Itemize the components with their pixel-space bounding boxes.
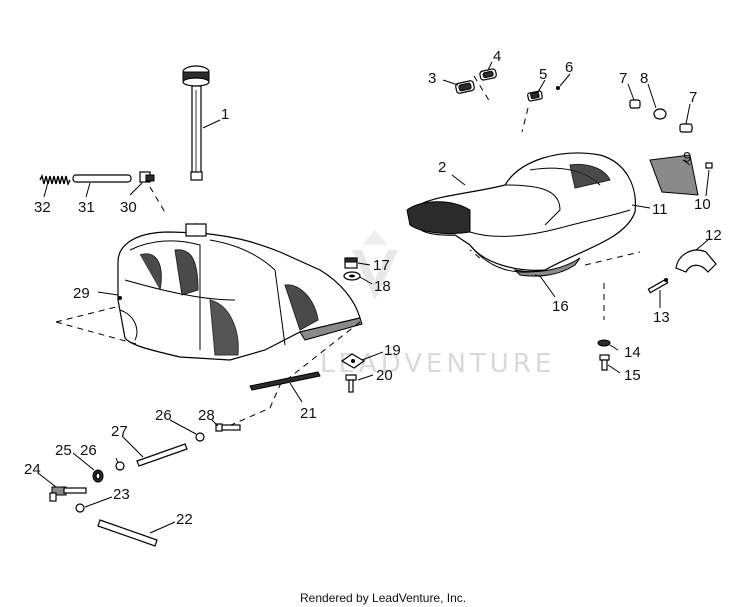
part-28-pin	[215, 423, 241, 432]
callout-21: 21	[300, 405, 317, 422]
fitting-dashed-line	[149, 186, 167, 215]
part-24-valve	[49, 486, 87, 502]
callout-26-lower: 26	[80, 442, 97, 459]
part-27-rod	[136, 443, 188, 467]
part-7-bumper-lower	[679, 123, 693, 133]
callout-5: 5	[539, 66, 547, 83]
callout-12: 12	[705, 227, 722, 244]
part-10-screw	[705, 162, 713, 169]
part-21-strip	[249, 371, 321, 391]
callout-15: 15	[624, 367, 641, 384]
part-30-fitting	[139, 171, 155, 183]
callout-16: 16	[552, 298, 569, 315]
fuel-tank	[117, 223, 363, 361]
tank-dashed-outline	[55, 305, 361, 433]
callout-17: 17	[373, 257, 390, 274]
footer-credit: Rendered by LeadVenture, Inc.	[300, 591, 466, 605]
part-1-fuel-pickup	[182, 65, 210, 181]
part-23-cap	[75, 503, 85, 513]
seat-assembly	[406, 152, 637, 277]
callout-9: 9	[683, 149, 691, 166]
part-6-screw	[556, 86, 560, 90]
callout-7b: 7	[689, 89, 697, 106]
part-17-nut	[344, 257, 358, 269]
part-26-grommet-lower	[115, 461, 125, 471]
part-22-tube	[97, 519, 158, 547]
callout-4: 4	[493, 48, 501, 65]
part-32-spring	[39, 173, 71, 187]
leader-lines	[37, 61, 710, 534]
callout-26-upper: 26	[155, 407, 172, 424]
callout-27: 27	[111, 423, 128, 440]
callout-28: 28	[198, 407, 215, 424]
callout-7a: 7	[619, 70, 627, 87]
callout-18: 18	[374, 278, 391, 295]
part-31-hose	[72, 174, 132, 183]
part-14-washer	[597, 339, 611, 347]
callout-24: 24	[24, 461, 41, 478]
callout-10: 10	[694, 196, 711, 213]
callout-1: 1	[221, 106, 229, 123]
part-4-pad	[479, 68, 497, 81]
part-26-grommet-upper	[195, 432, 205, 442]
callout-3: 3	[428, 70, 436, 87]
callout-30: 30	[120, 199, 137, 216]
callout-31: 31	[78, 199, 95, 216]
part-13-stud	[647, 278, 669, 294]
part-15-bolt	[599, 354, 610, 371]
callout-20: 20	[376, 367, 393, 384]
part-9-tag	[649, 154, 699, 196]
callout-8: 8	[640, 70, 648, 87]
part-7-bumper-upper	[629, 99, 641, 109]
callout-6: 6	[565, 59, 573, 76]
callout-13: 13	[653, 309, 670, 326]
pad-dashed-line-2	[473, 75, 491, 103]
callout-19: 19	[384, 342, 401, 359]
callout-25: 25	[55, 442, 72, 459]
part-5-pad	[527, 90, 543, 102]
part-12-bracket	[675, 249, 717, 273]
callout-29: 29	[73, 285, 90, 302]
part-18-washer	[343, 271, 361, 281]
part-3-pad	[455, 80, 475, 94]
callout-2: 2	[438, 159, 446, 176]
part-25-bushing	[92, 469, 104, 483]
part-19-plate	[340, 353, 366, 369]
part-20-bolt	[345, 374, 357, 393]
callout-23: 23	[113, 486, 130, 503]
callout-32: 32	[34, 199, 51, 216]
leadventure-watermark-logo	[352, 230, 398, 300]
callout-14: 14	[624, 344, 641, 361]
pad-dashed-line	[521, 107, 529, 133]
callout-22: 22	[176, 511, 193, 528]
callout-11: 11	[652, 201, 668, 218]
part-8-bumper	[653, 108, 667, 120]
